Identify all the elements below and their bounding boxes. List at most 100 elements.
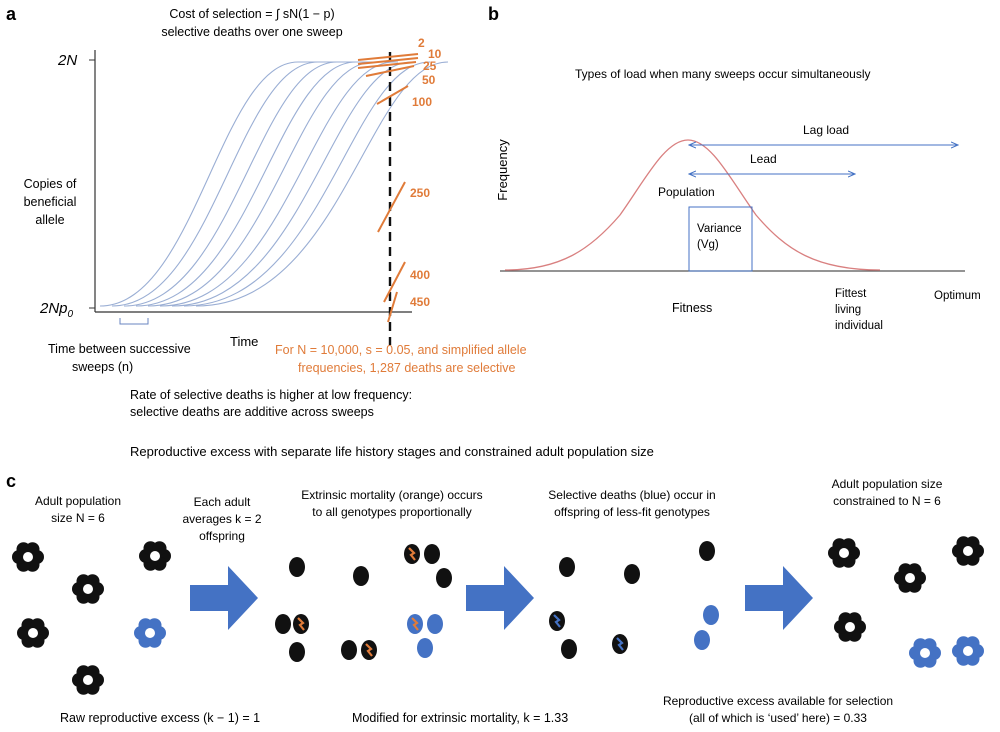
adult-size-label-2: size N = 6 [51, 511, 105, 525]
flower-icon [952, 536, 984, 566]
sweep-curve [123, 61, 398, 307]
offspring-icon [341, 640, 357, 660]
constrained-label-2: constrained to N = 6 [833, 494, 941, 508]
available-excess-label: Reproductive excess available for select… [663, 694, 893, 708]
svg-text:Copies of: Copies of [24, 177, 77, 191]
panel-c-letter: c [6, 471, 16, 491]
flower-icon [834, 612, 866, 642]
flower-icon [17, 618, 49, 648]
variance-box [688, 206, 753, 272]
flower-icon [72, 574, 104, 604]
y-axis-label: Copies of beneficial allele [24, 177, 77, 227]
offspring-icon [436, 568, 452, 588]
extrinsic-mortality-label-2: to all genotypes proportionally [312, 505, 471, 519]
offspring-icon [293, 614, 309, 634]
flower-icon [12, 542, 44, 572]
y-tick-2Np0: 2Np0 [39, 300, 74, 320]
svg-text:2: 2 [418, 36, 425, 50]
flower-icon [72, 665, 104, 695]
extrinsic-mortality-label: Extrinsic mortality (orange) occurs [301, 488, 482, 502]
variance-label-2: (Vg) [697, 239, 719, 251]
offspring-icon [694, 630, 710, 650]
fittest-individual-label-2: living [835, 304, 861, 316]
constrained-label: Adult population size [832, 477, 943, 491]
population-label: Population [658, 185, 715, 199]
panel-b-letter: b [488, 4, 499, 24]
sweep-curve [135, 61, 398, 307]
each-adult-label-3: offspring [199, 529, 245, 543]
offspring-icon [275, 614, 291, 634]
selective-deaths-label: Selective deaths (blue) occur in [548, 488, 715, 502]
fitness-distribution-curve [504, 139, 881, 271]
offspring-group [275, 541, 719, 662]
adult-flowers [12, 536, 984, 695]
offspring-icon [407, 614, 423, 634]
between-sweeps-label: Time between successive [48, 342, 191, 356]
lead-label: Lead [750, 152, 777, 166]
offspring-icon [699, 541, 715, 561]
adult-size-label: Adult population [35, 494, 121, 508]
stage-arrows [190, 566, 813, 630]
flower-icon [952, 636, 984, 666]
example-note-2: frequencies, 1,287 deaths are selective [298, 361, 516, 375]
offspring-icon [361, 640, 377, 660]
sweep-curve [99, 61, 398, 307]
svg-text:100: 100 [412, 95, 432, 109]
flower-icon [894, 563, 926, 593]
svg-text:10: 10 [428, 47, 442, 61]
svg-text:allele: allele [35, 213, 64, 227]
rate-note: Rate of selective deaths is higher at lo… [130, 388, 412, 402]
between-sweeps-bracket [119, 318, 149, 325]
sweep-curve [183, 61, 431, 307]
svg-text:450: 450 [410, 295, 430, 309]
sweep-curves [99, 61, 449, 307]
svg-text:250: 250 [410, 186, 430, 200]
each-adult-label: Each adult [194, 495, 251, 509]
offspring-icon [703, 605, 719, 625]
offspring-icon [612, 634, 628, 654]
svg-text:400: 400 [410, 268, 430, 282]
sweep-curve [159, 61, 398, 307]
panel-b: b Types of load when many sweeps occur s… [488, 4, 981, 332]
offspring-icon [424, 544, 440, 564]
selective-deaths-label-2: offspring of less-fit genotypes [554, 505, 710, 519]
modified-excess-label: Modified for extrinsic mortality, k = 1.… [352, 711, 568, 725]
tangent-labels: 2 10 25 50 100 250 400 450 [410, 36, 442, 309]
each-adult-label-2: averages k = 2 [182, 512, 261, 526]
tangent-lines [357, 53, 419, 323]
offspring-icon [404, 544, 420, 564]
fittest-individual-label: Fittest [835, 288, 867, 300]
rate-note-2: selective deaths are additive across swe… [130, 405, 374, 419]
offspring-icon [561, 639, 577, 659]
panel-c-header: Reproductive excess with separate life h… [130, 444, 654, 459]
raw-excess-label: Raw reproductive excess (k − 1) = 1 [60, 711, 260, 725]
frequency-axis-label: Frequency [495, 139, 510, 201]
stage-arrow [466, 566, 534, 630]
offspring-icon [624, 564, 640, 584]
x-axis-label: Time [230, 334, 258, 349]
panel-a-letter: a [6, 4, 17, 24]
flower-icon [139, 541, 171, 571]
cost-of-selection-sub: selective deaths over one sweep [161, 25, 342, 39]
example-note: For N = 10,000, s = 0.05, and simplified… [275, 343, 527, 357]
sweep-curve [111, 61, 398, 307]
panel-b-title: Types of load when many sweeps occur sim… [575, 67, 870, 81]
fitness-axis-label: Fitness [672, 301, 712, 315]
variance-label: Variance [697, 223, 742, 235]
optimum-label: Optimum [934, 290, 981, 302]
between-sweeps-label-2: sweeps (n) [72, 360, 133, 374]
sweep-curve [195, 61, 449, 307]
svg-text:25: 25 [423, 59, 437, 73]
svg-text:beneficial: beneficial [24, 195, 77, 209]
panel-c: Reproductive excess with separate life h… [6, 444, 984, 725]
offspring-icon [559, 557, 575, 577]
svg-text:50: 50 [422, 73, 436, 87]
flower-icon [909, 638, 941, 668]
offspring-icon [417, 638, 433, 658]
offspring-icon [427, 614, 443, 634]
offspring-icon [289, 557, 305, 577]
y-tick-2N: 2N [57, 52, 77, 69]
available-excess-label-2: (all of which is ‘used’ here) = 0.33 [689, 711, 867, 725]
lag-load-label: Lag load [803, 123, 849, 137]
